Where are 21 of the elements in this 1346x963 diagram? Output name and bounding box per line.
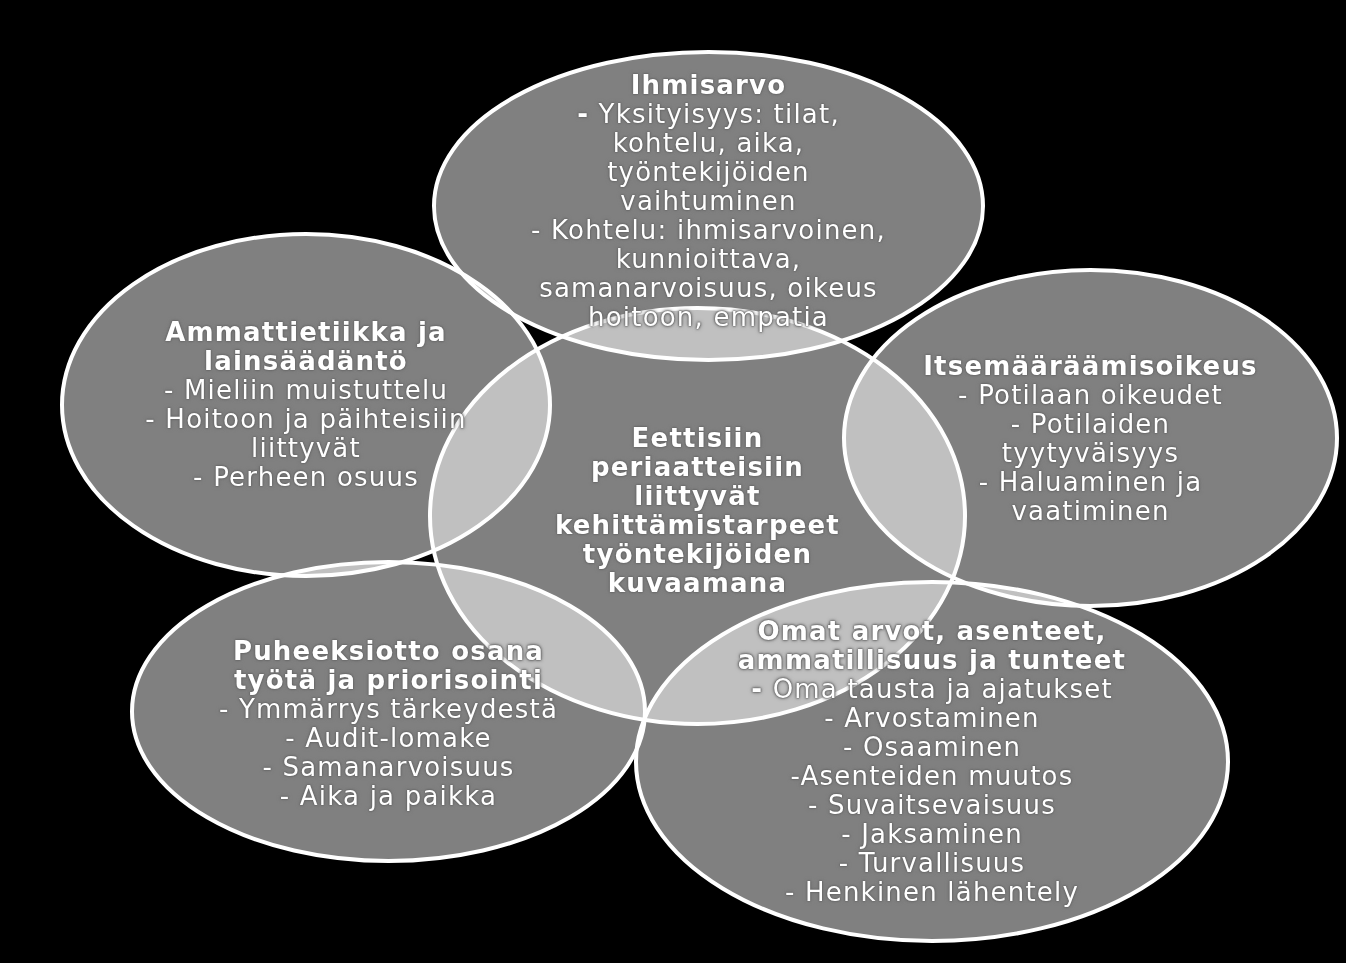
bullet-text: -Asenteiden muutos [790,762,1074,791]
bullet-text: - Suvaitsevaisuus [808,791,1056,820]
topic-heading: Itsemääräämisoikeus [923,352,1258,381]
central-title: Eettisiin periaatteisiin liittyvät kehittämistarpeet työntekijöiden kuvaamana [553,424,841,598]
topic-heading: Ammattietiikka ja lainsäädäntö [164,318,448,376]
topic-heading: Ihmisarvo [630,71,787,100]
bullet-text: - Perheen osuus [193,463,419,492]
bullet-text: - Potilaiden tyytyväisyys [1000,410,1181,468]
bullet-text: - Yksityisyys: tilat, kohtelu, aika, työntekijöiden vaihtuminen [576,100,841,216]
bullet-text: - Jaksaminen [841,820,1023,849]
bullet-text: - Arvostaminen [824,704,1040,733]
bullet-text: - Ymmärrys tärkeydestä [218,695,559,724]
bullet-text: - Osaaminen [842,733,1022,762]
bullet-text: - Mieliin muistuttelu [163,376,449,405]
bullet-text: - Aika ja paikka [279,782,498,811]
bullet-text: - Audit-lomake [285,724,492,753]
bullet-text: - Turvallisuus [838,849,1026,878]
bullet-text: - Samanarvoisuus [262,753,515,782]
bullet-text: - Potilaan oikeudet [958,381,1223,410]
bullet-text: - Henkinen lähentely [784,878,1080,907]
bullet-text: - Haluaminen ja vaatiminen [977,468,1204,526]
